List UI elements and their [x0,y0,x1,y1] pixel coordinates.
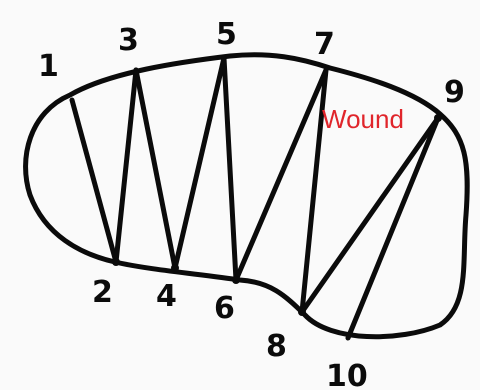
suture-3-4 [136,70,175,268]
point-label-2: 2 [92,275,113,310]
suture-5-6 [224,58,236,280]
suture-2-3 [116,70,136,262]
anchor-dot-2 [112,258,120,266]
anchor-dot-4 [171,264,179,272]
anchor-dot-6 [232,276,240,284]
point-label-1: 1 [38,49,59,84]
point-label-6: 6 [214,291,235,326]
point-label-4: 4 [156,279,177,314]
anchor-dot-9 [434,114,442,122]
anchor-dot-8 [298,308,306,316]
suture-1-2 [72,100,116,262]
suture-4-5 [175,58,224,268]
point-label-3: 3 [118,23,139,58]
wound-label: Wound [322,104,404,134]
point-label-7: 7 [314,27,335,62]
point-label-9: 9 [444,75,465,110]
point-label-8: 8 [266,329,287,364]
point-label-5: 5 [216,17,237,52]
suture-6-7 [236,70,326,280]
point-label-10: 10 [326,359,368,390]
